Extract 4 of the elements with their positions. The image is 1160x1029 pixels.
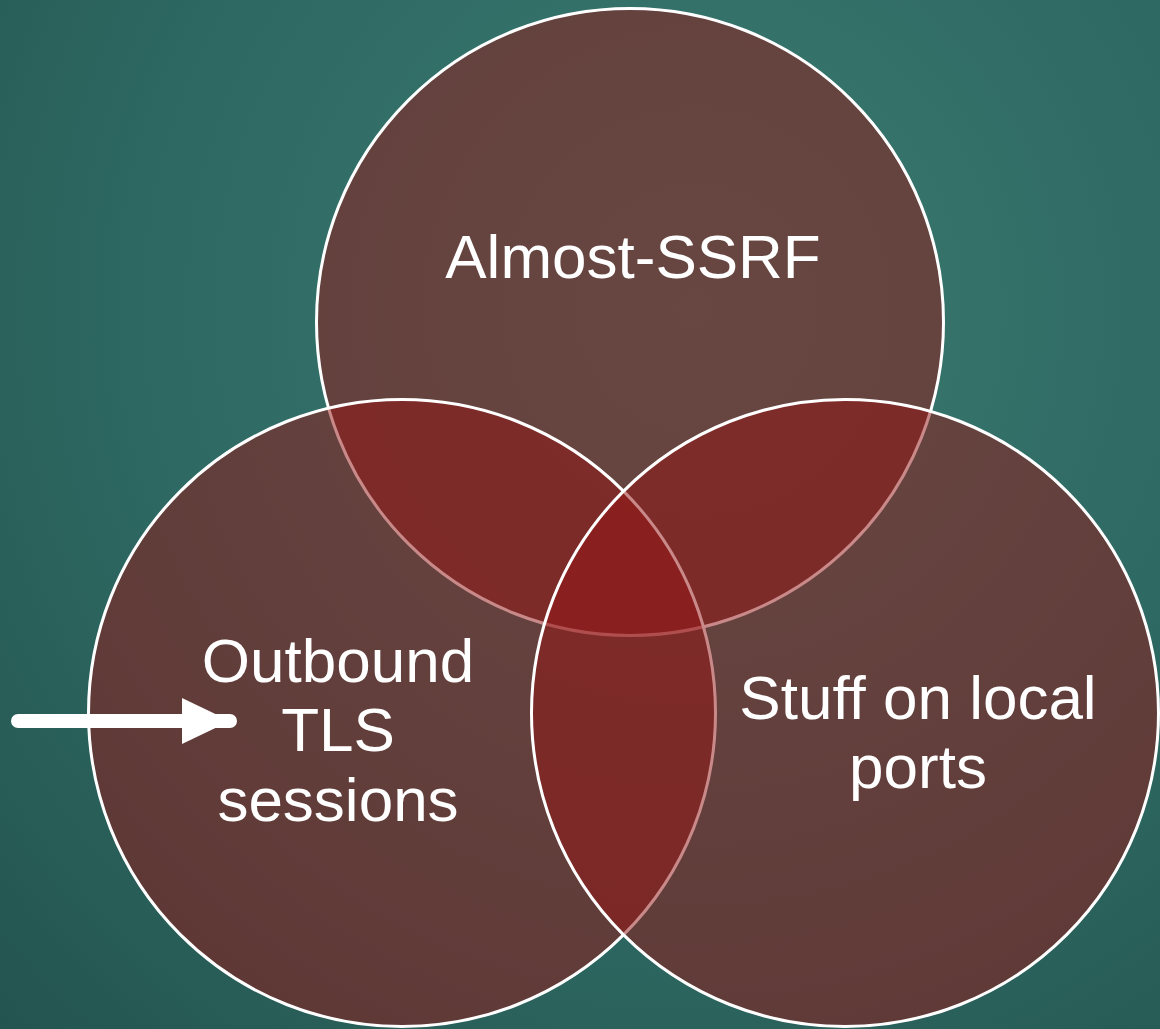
arrow — [11, 698, 237, 744]
circle-label: Stuff on local ports — [738, 663, 1098, 802]
circle-label: Almost-SSRF — [444, 222, 822, 292]
circle-label: Outbound TLS sessions — [200, 626, 476, 835]
